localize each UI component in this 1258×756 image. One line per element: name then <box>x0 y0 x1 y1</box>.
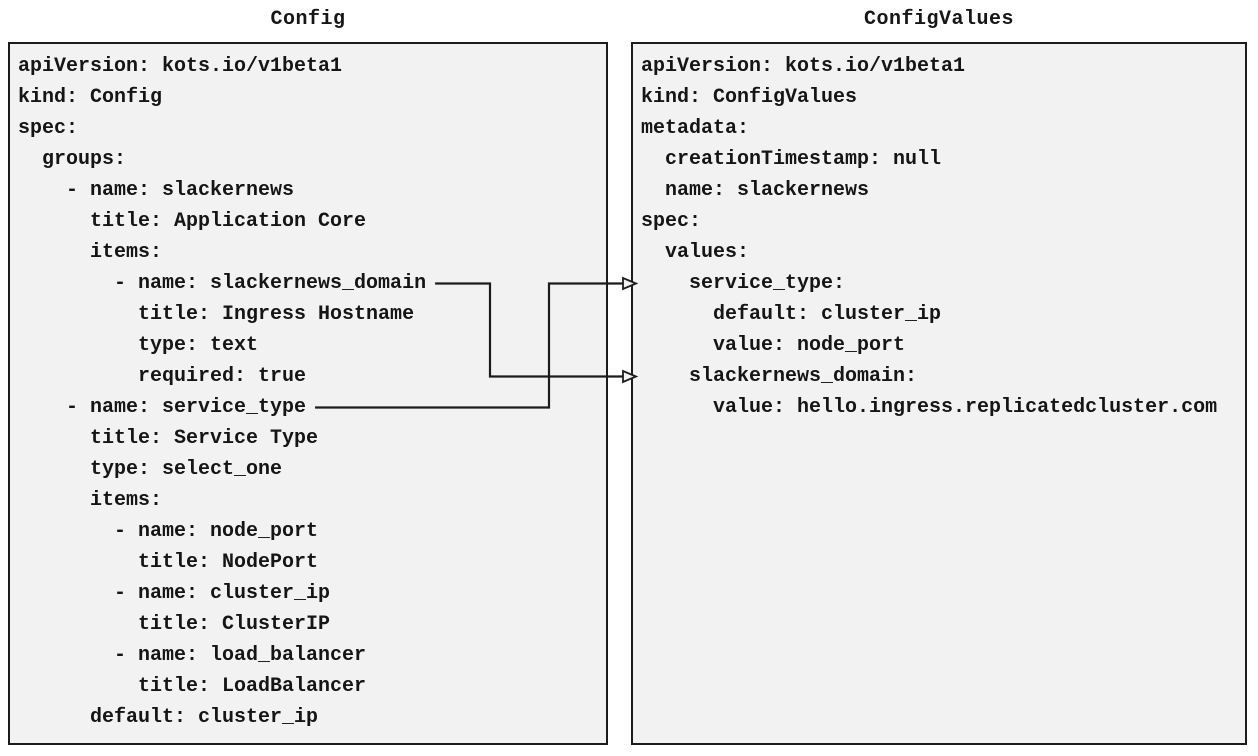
yaml-text: service_type: <box>641 272 846 295</box>
yaml-line: title: Service Type <box>18 423 606 454</box>
yaml-line: value: node_port <box>641 330 1245 361</box>
yaml-line: - name: cluster_ip <box>18 578 606 609</box>
yaml-line: - name: slackernews <box>18 175 606 206</box>
yaml-line: groups: <box>18 144 606 175</box>
yaml-line: items: <box>18 485 606 516</box>
yaml-line: kind: ConfigValues <box>641 82 1245 113</box>
yaml-line: value: hello.ingress.replicatedcluster.c… <box>641 392 1245 423</box>
yaml-text: slackernews_domain: <box>641 365 918 388</box>
yaml-text: spec: <box>641 210 702 233</box>
yaml-line: default: cluster_ip <box>641 299 1245 330</box>
yaml-line: kind: Config <box>18 82 606 113</box>
yaml-text: value: node_port <box>641 334 906 357</box>
yaml-line: spec: <box>18 113 606 144</box>
yaml-text: apiVersion: kots.io/v1beta1 <box>641 55 966 78</box>
yaml-line: spec: <box>641 206 1245 237</box>
yaml-text: apiVersion: kots.io/v1beta1 <box>18 55 343 78</box>
yaml-line: metadata: <box>641 113 1245 144</box>
yaml-line: title: Ingress Hostname <box>18 299 606 330</box>
yaml-text: groups: <box>18 148 127 171</box>
yaml-line: title: NodePort <box>18 547 606 578</box>
yaml-text: - name: node_port <box>18 520 319 543</box>
yaml-text: kind: ConfigValues <box>641 86 858 109</box>
yaml-text: - name: slackernews <box>18 179 295 202</box>
yaml-line: - name: node_port <box>18 516 606 547</box>
yaml-line: default: cluster_ip <box>18 702 606 733</box>
yaml-line-service-target: service_type: <box>641 268 1245 299</box>
yaml-text: values: <box>641 241 750 264</box>
yaml-text: type: text <box>18 334 259 357</box>
yaml-line: title: Application Core <box>18 206 606 237</box>
yaml-line: items: <box>18 237 606 268</box>
configvalues-panel-title: ConfigValues <box>863 8 1015 31</box>
yaml-text: - name: slackernews_domain <box>18 272 427 295</box>
yaml-text: items: <box>18 241 163 264</box>
yaml-line: - name: load_balancer <box>18 640 606 671</box>
yaml-line: values: <box>641 237 1245 268</box>
yaml-text: title: Service Type <box>18 427 319 450</box>
yaml-text: name: slackernews <box>641 179 870 202</box>
yaml-line: type: select_one <box>18 454 606 485</box>
yaml-line: apiVersion: kots.io/v1beta1 <box>641 51 1245 82</box>
yaml-text: default: cluster_ip <box>641 303 942 326</box>
yaml-text: title: LoadBalancer <box>18 675 367 698</box>
yaml-line: title: ClusterIP <box>18 609 606 640</box>
config-yaml-panel: apiVersion: kots.io/v1beta1 kind: Config s… <box>8 42 608 745</box>
yaml-line: type: text <box>18 330 606 361</box>
yaml-text: type: select_one <box>18 458 283 481</box>
yaml-text: metadata: <box>641 117 750 140</box>
yaml-text: creationTimestamp: null <box>641 148 942 171</box>
yaml-line: name: slackernews <box>641 175 1245 206</box>
yaml-text: - name: load_balancer <box>18 644 367 667</box>
yaml-text: - name: cluster_ip <box>18 582 331 605</box>
yaml-line-domain-target: slackernews_domain: <box>641 361 1245 392</box>
yaml-text: title: Application Core <box>18 210 367 233</box>
config-panel-title: Config <box>270 8 346 31</box>
yaml-text: title: NodePort <box>18 551 319 574</box>
yaml-line-domain-source: - name: slackernews_domain <box>18 268 606 299</box>
yaml-text: value: hello.ingress.replicatedcluster.c… <box>641 396 1218 419</box>
yaml-line: title: LoadBalancer <box>18 671 606 702</box>
yaml-text: kind: Config <box>18 86 163 109</box>
yaml-line: required: true <box>18 361 606 392</box>
yaml-text: spec: <box>18 117 79 140</box>
yaml-line: creationTimestamp: null <box>641 144 1245 175</box>
yaml-text: title: ClusterIP <box>18 613 331 636</box>
yaml-text: - name: service_type <box>18 396 307 419</box>
yaml-text: required: true <box>18 365 307 388</box>
configvalues-yaml-panel: apiVersion: kots.io/v1beta1 kind: ConfigV… <box>631 42 1247 745</box>
yaml-text: title: Ingress Hostname <box>18 303 415 326</box>
yaml-text: items: <box>18 489 163 512</box>
yaml-text: default: cluster_ip <box>18 706 319 729</box>
yaml-line-service-source: - name: service_type <box>18 392 606 423</box>
yaml-line: apiVersion: kots.io/v1beta1 <box>18 51 606 82</box>
